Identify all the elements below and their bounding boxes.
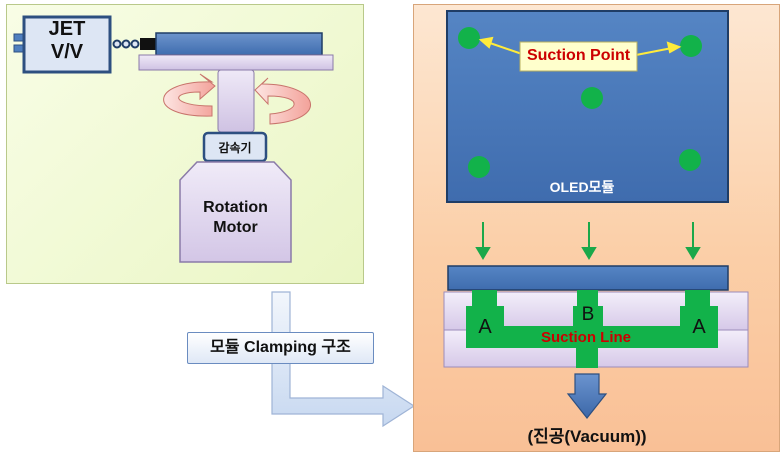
- motor-label-line2: Motor: [213, 219, 258, 236]
- clamping-structure-text: 모듈 Clamping 구조: [210, 339, 351, 356]
- chamber-label-center: B: [581, 304, 595, 325]
- reducer-label: 감속기: [218, 141, 252, 155]
- suction-pointer-arrows: [478, 36, 682, 56]
- suction-line-label: Suction Line: [541, 329, 631, 346]
- vacuum-label: (진공(Vacuum)): [527, 427, 647, 446]
- suction-point-label-box: [519, 41, 638, 72]
- suction-point-dot: [468, 156, 490, 178]
- suction-point-label: Suction Point: [526, 47, 631, 64]
- rotation-motor: [179, 161, 292, 263]
- oled-module-label: OLED모듈: [549, 179, 615, 195]
- suction-point-dot: [458, 27, 480, 49]
- jet-label-line1: JET: [48, 18, 86, 40]
- down-arrow-icon: [475, 222, 701, 260]
- vacuum-arrow-icon: [566, 373, 608, 419]
- suction-point-dot: [680, 35, 702, 57]
- jet-valve: [13, 15, 156, 74]
- rotation-arrow-icon: [163, 73, 311, 125]
- clamping-structure-label: 모듈 Clamping 구조: [187, 332, 374, 364]
- suction-channels: [466, 290, 718, 368]
- suction-point-dot: [581, 87, 603, 109]
- module-plate-right: [447, 265, 729, 291]
- chamber-label-left: A: [478, 316, 492, 338]
- reducer-box: [202, 131, 268, 163]
- jet-label-line2: V/V: [50, 41, 84, 63]
- chamber-label-right: A: [692, 316, 706, 338]
- suction-point-dot: [679, 149, 701, 171]
- suction-points: [458, 27, 702, 178]
- motor-label: Rotation Motor: [180, 198, 291, 238]
- jet-valve-label: JET V/V: [24, 18, 110, 64]
- motor-label-line1: Rotation: [203, 199, 268, 216]
